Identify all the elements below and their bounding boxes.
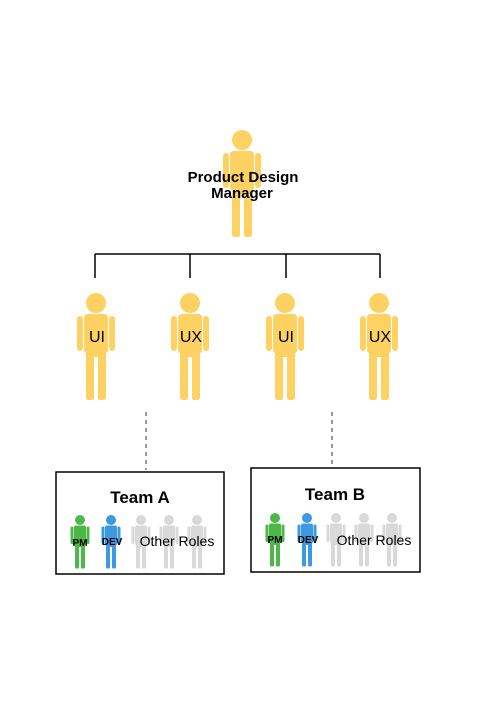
designer-label: UX — [369, 329, 392, 346]
org-connector — [94, 253, 381, 278]
designer-label: UI — [89, 329, 105, 346]
designer-label: UX — [180, 329, 203, 346]
designer-label: UI — [278, 329, 294, 346]
designer-person-icon — [171, 293, 209, 400]
designer-node-4: UX — [360, 293, 398, 400]
designer-node-3: UI — [266, 293, 304, 400]
team-b-other-label: Other Roles — [337, 532, 412, 548]
manager-label-line1: Product Design — [188, 169, 299, 186]
team-b-pm-label: PM — [268, 535, 283, 546]
designer-node-1: UI — [77, 293, 115, 400]
manager-label-line2: Manager — [211, 185, 273, 202]
team-a-box: Team A PM DEV Other Roles — [55, 471, 225, 575]
team-a-title: Team A — [110, 488, 170, 507]
team-b-title: Team B — [305, 485, 365, 504]
manager-node: Product Design Manager — [188, 130, 299, 237]
designer-person-icon — [266, 293, 304, 400]
designer-person-icon — [77, 293, 115, 400]
team-a-pm-label: PM — [73, 538, 88, 549]
designer-person-icon — [360, 293, 398, 400]
designer-node-2: UX — [171, 293, 209, 400]
team-a-dev-label: DEV — [102, 537, 123, 548]
team-b-dev-label: DEV — [298, 535, 319, 546]
team-b-box: Team B PM DEV Other Roles — [250, 467, 421, 573]
team-a-other-label: Other Roles — [140, 533, 215, 549]
